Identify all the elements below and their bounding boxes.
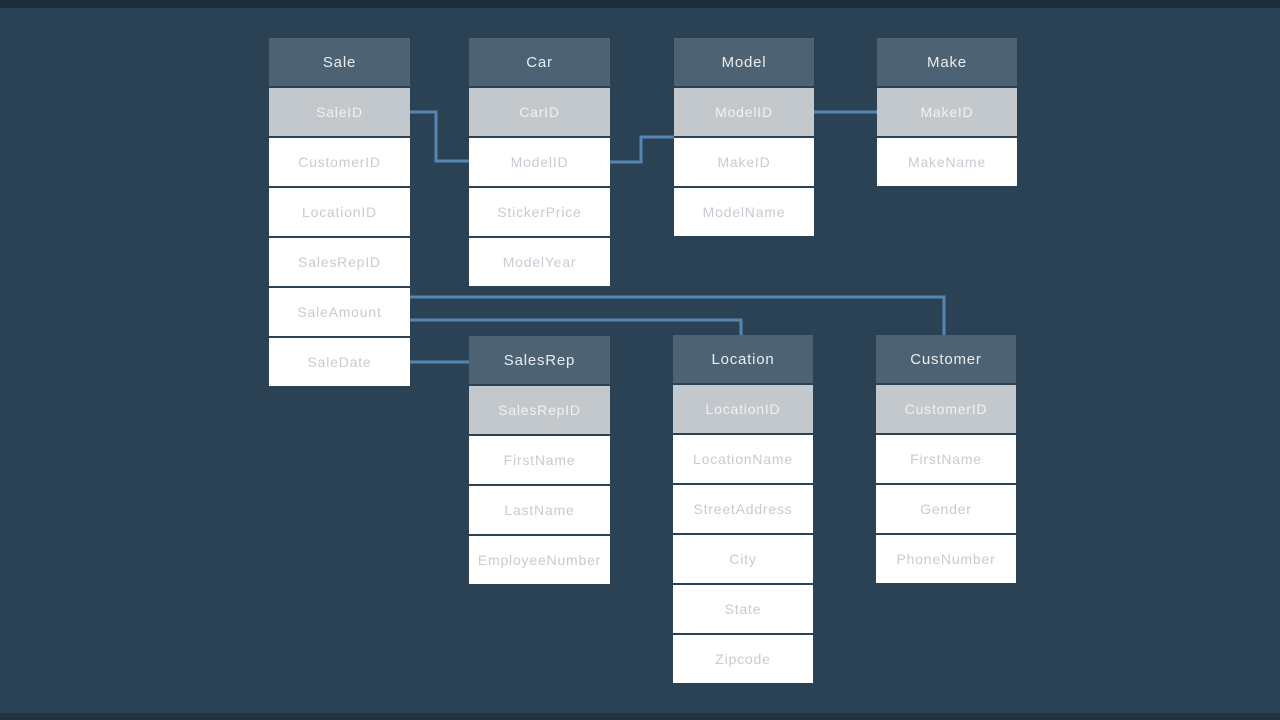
field-car-modelid: ModelID: [469, 138, 610, 186]
field-sale-locationid: LocationID: [269, 188, 410, 236]
table-header-location: Location: [673, 335, 813, 383]
field-car-modelyear: ModelYear: [469, 238, 610, 286]
field-salesrep-firstname: FirstName: [469, 436, 610, 484]
field-model-modelname: ModelName: [674, 188, 814, 236]
field-make-makename: MakeName: [877, 138, 1017, 186]
field-location-streetaddress: StreetAddress: [673, 485, 813, 533]
field-location-state: State: [673, 585, 813, 633]
field-car-stickerprice: StickerPrice: [469, 188, 610, 236]
field-salesrep-lastname: LastName: [469, 486, 610, 534]
relationship-line-car-modelid-to-model-modelid: [610, 135, 674, 164]
table-header-sale: Sale: [269, 38, 410, 86]
table-header-car: Car: [469, 38, 610, 86]
letterbox-top: [0, 0, 1280, 8]
key-field-salesrep-salesrepid: SalesRepID: [469, 386, 610, 434]
table-header-customer: Customer: [876, 335, 1016, 383]
field-sale-saledate: SaleDate: [269, 338, 410, 386]
key-field-make-makeid: MakeID: [877, 88, 1017, 136]
field-location-locationname: LocationName: [673, 435, 813, 483]
letterbox-bottom: [0, 713, 1280, 720]
field-sale-salesrepid: SalesRepID: [269, 238, 410, 286]
field-model-makeid: MakeID: [674, 138, 814, 186]
key-field-sale-saleid: SaleID: [269, 88, 410, 136]
relationship-line-sale-customerid-to-customer-customerid: [410, 295, 946, 337]
table-header-model: Model: [674, 38, 814, 86]
table-header-make: Make: [877, 38, 1017, 86]
key-field-model-modelid: ModelID: [674, 88, 814, 136]
field-sale-saleamount: SaleAmount: [269, 288, 410, 336]
field-customer-phonenumber: PhoneNumber: [876, 535, 1016, 583]
key-field-car-carid: CarID: [469, 88, 610, 136]
field-salesrep-employeenumber: EmployeeNumber: [469, 536, 610, 584]
field-location-city: City: [673, 535, 813, 583]
relationship-line-sale-saleid-to-car-modelid: [410, 110, 469, 163]
table-header-salesrep: SalesRep: [469, 336, 610, 384]
key-field-location-locationid: LocationID: [673, 385, 813, 433]
field-customer-gender: Gender: [876, 485, 1016, 533]
key-field-customer-customerid: CustomerID: [876, 385, 1016, 433]
field-location-zipcode: Zipcode: [673, 635, 813, 683]
field-customer-firstname: FirstName: [876, 435, 1016, 483]
field-sale-customerid: CustomerID: [269, 138, 410, 186]
